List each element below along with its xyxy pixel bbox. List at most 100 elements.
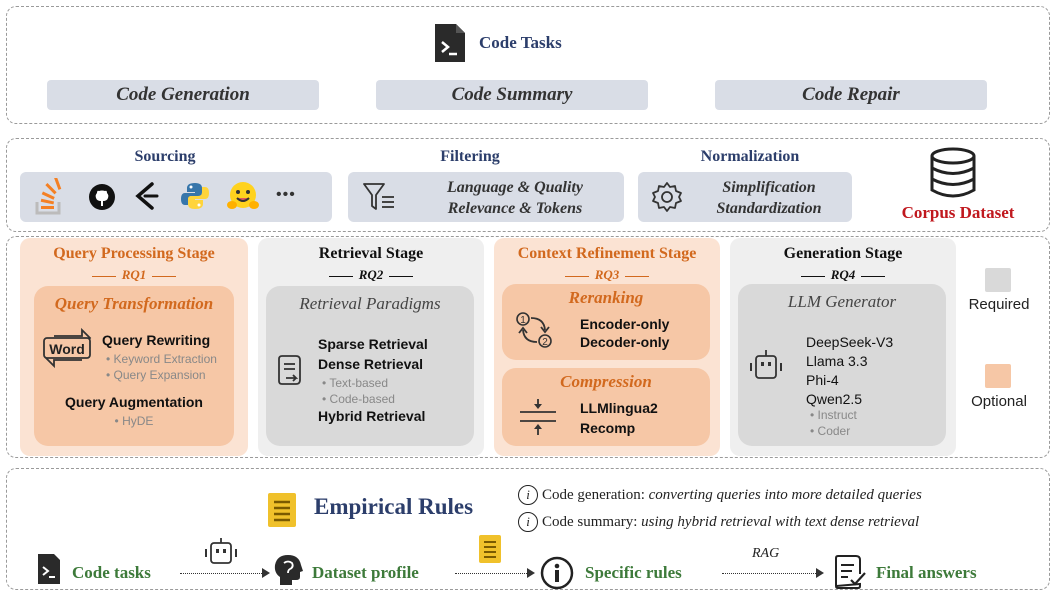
query-rewriting: Query Rewriting [102,332,211,348]
word-icon [40,326,96,375]
generation-stage-rq: RQ4 [730,267,956,283]
rules-document-icon [268,493,296,532]
head-profile-icon [272,553,306,592]
refinement-stage-title: Context Refinement Stage [517,245,697,262]
llm-generator-title: LLM Generator [787,292,897,311]
codeparrot-icon [133,181,159,216]
filtering-title: Filtering [440,148,500,165]
retrieval-paradigms-title: Retrieval Paradigms [299,294,441,313]
document-search-icon [276,354,304,391]
huggingface-icon [226,179,260,218]
flow-arrow-2-line [455,573,527,574]
code-based: Code-based [329,392,395,406]
rule-1-text: converting queries into more detailed qu… [648,487,922,503]
github-icon [88,183,116,216]
model-sub-1: • Instruct [810,408,857,422]
normalization-line1: Simplification [722,179,816,196]
rq4-label: RQ4 [830,267,856,282]
compress-icon [518,398,558,441]
flow-robot-icon [203,537,239,572]
llmlingua2: LLMlingua2 [580,400,658,416]
query-stage-title: Query Processing Stage [53,245,215,262]
flow-arrow-1-head [262,568,270,578]
legend-optional-swatch [985,364,1011,388]
rules-panel [6,468,1050,590]
flow-specific-rules: Specific rules [585,563,682,582]
decoder-only: Decoder-only [580,334,670,350]
instruct: Instruct [817,408,857,422]
normalization-box [638,172,852,222]
model-deepseek: DeepSeek-V3 [806,334,894,350]
rule-1-marker-text: i [526,487,530,502]
query-expansion: Query Expansion [113,368,206,382]
encoder-only: Encoder-only [580,316,670,332]
query-transformation-title: Query Transformation [54,294,214,313]
model-llama: Llama 3.3 [806,353,868,369]
text-based: Text-based [329,376,389,390]
retrieval-paradigms-box: Retrieval Paradigms Sparse Retrieval Den… [266,286,474,446]
filtering-line1: Language & Quality [446,179,583,196]
generation-stage: Generation Stage RQ4 LLM Generator DeepS… [730,238,956,456]
rq2-label: RQ2 [358,267,384,282]
stackoverflow-icon [34,176,64,221]
rule-1-marker: i [518,485,538,505]
model-qwen: Qwen2.5 [806,391,863,407]
code-tasks-title: Code Tasks [479,33,562,52]
flow-final-answers: Final answers [876,563,977,582]
rq3-label: RQ3 [594,267,620,282]
query-transformation-box: Query Transformation Word Query Rewritin… [34,286,234,446]
svg-text:1: 1 [520,315,526,326]
gear-icon [650,180,684,219]
code-tasks-panel [6,6,1050,124]
flow-dataset-profile: Dataset profile [312,563,419,582]
sparse-retrieval: Sparse Retrieval [318,336,428,352]
compression-title: Compression [560,372,652,391]
filtering-line2: Relevance & Tokens [447,200,583,217]
refinement-stage-rq: RQ3 [494,267,720,283]
legend-optional-label: Optional [971,393,1027,410]
legend-required-swatch [985,268,1011,292]
sourcing-title: Sourcing [134,148,196,165]
terminal-icon [432,22,468,64]
flow-code-tasks: Code tasks [72,563,151,582]
normalization-title: Normalization [700,148,800,165]
corpus-dataset-label: Corpus Dataset [901,203,1015,222]
word-label: Word [49,341,85,357]
context-refinement-stage: Context Refinement Stage RQ3 Reranking 1… [494,238,720,456]
retrieval-stage-rq: RQ2 [258,267,484,283]
info-icon [540,556,574,595]
task-code-repair: Code Repair [715,80,987,110]
rule-2-marker-text: i [526,514,530,529]
checklist-icon [832,554,868,595]
keyword-extraction: Keyword Extraction [113,352,217,366]
rule-1-prefix: Code generation: [542,487,649,503]
flow-arrow-3-line [722,573,816,574]
hyde: HyDE [122,414,154,428]
rule-1: i Code generation: converting queries int… [518,485,922,505]
sourcing-box [20,172,332,222]
python-icon [180,181,210,216]
database-icon [928,146,978,205]
rq1-label: RQ1 [121,267,147,282]
recomp: Recomp [580,420,636,436]
query-processing-stage: Query Processing Stage RQ1 Query Transfo… [20,238,248,456]
robot-icon [748,348,784,387]
rule-2-prefix: Code summary: [542,514,642,530]
flow-arrow-1-line [180,573,262,574]
rule-2-text: using hybrid retrieval with text dense r… [641,514,920,530]
rewriting-sub-1: • Keyword Extraction [106,352,217,366]
llm-generator-box: LLM Generator DeepSeek-V3 Llama 3.3 Phi-… [738,284,946,446]
model-sub-2: • Coder [810,424,851,438]
legend-required-label: Required [968,296,1030,313]
query-stage-rq: RQ1 [20,267,248,283]
filter-icon [362,182,396,217]
normalization-line2: Standardization [716,200,822,217]
flow-document-icon [479,535,501,568]
empirical-rules-title: Empirical Rules [314,494,474,519]
augmentation-sub-1: • HyDE [114,414,154,428]
task-code-summary: Code Summary [376,80,648,110]
compression-box: Compression LLMlingua2 Recomp [502,368,710,446]
generation-stage-title: Generation Stage [783,245,903,262]
stages-panel [6,236,1050,458]
dense-sub-2: • Code-based [322,392,395,406]
